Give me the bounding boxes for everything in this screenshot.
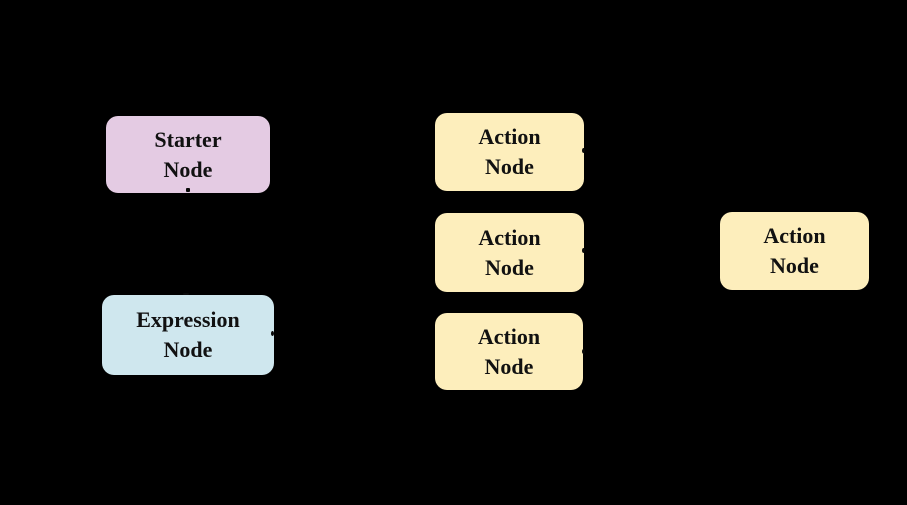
starter-node: Starter Node [106,116,270,193]
action-node-right-label-line2: Node [770,253,819,278]
action-node-bottom-label-line1: Action [477,323,541,349]
arrow-remnant-dot [582,248,585,253]
action-node-bottom-label-line2: Node [484,353,534,379]
starter-node-label-line1: Starter [154,126,222,152]
arrow-remnant-dot [186,188,190,192]
action-node-middle: Action Node [435,213,584,292]
action-node-middle-label-line2: Node [485,254,534,280]
action-node-bottom: Action Node [435,313,583,390]
arrow-remnant-dot [582,148,585,153]
action-node-top-label-line2: Node [485,154,534,179]
expression-node: Expression Node [102,295,274,375]
action-node-top-label-line1: Action [478,124,541,149]
expression-node-label-line1: Expression [136,307,240,332]
action-node-right-label-line1: Action [763,223,826,248]
arrow-remnant-dot [271,331,274,336]
action-node-right: Action Node [720,212,869,290]
action-node-middle-label-line1: Action [478,224,541,250]
arrow-remnant-dot [183,293,189,295]
action-node-top: Action Node [435,113,584,191]
expression-node-label-line2: Node [163,337,213,362]
arrow-remnant-dot [582,349,585,354]
starter-node-label-line2: Node [163,156,213,182]
